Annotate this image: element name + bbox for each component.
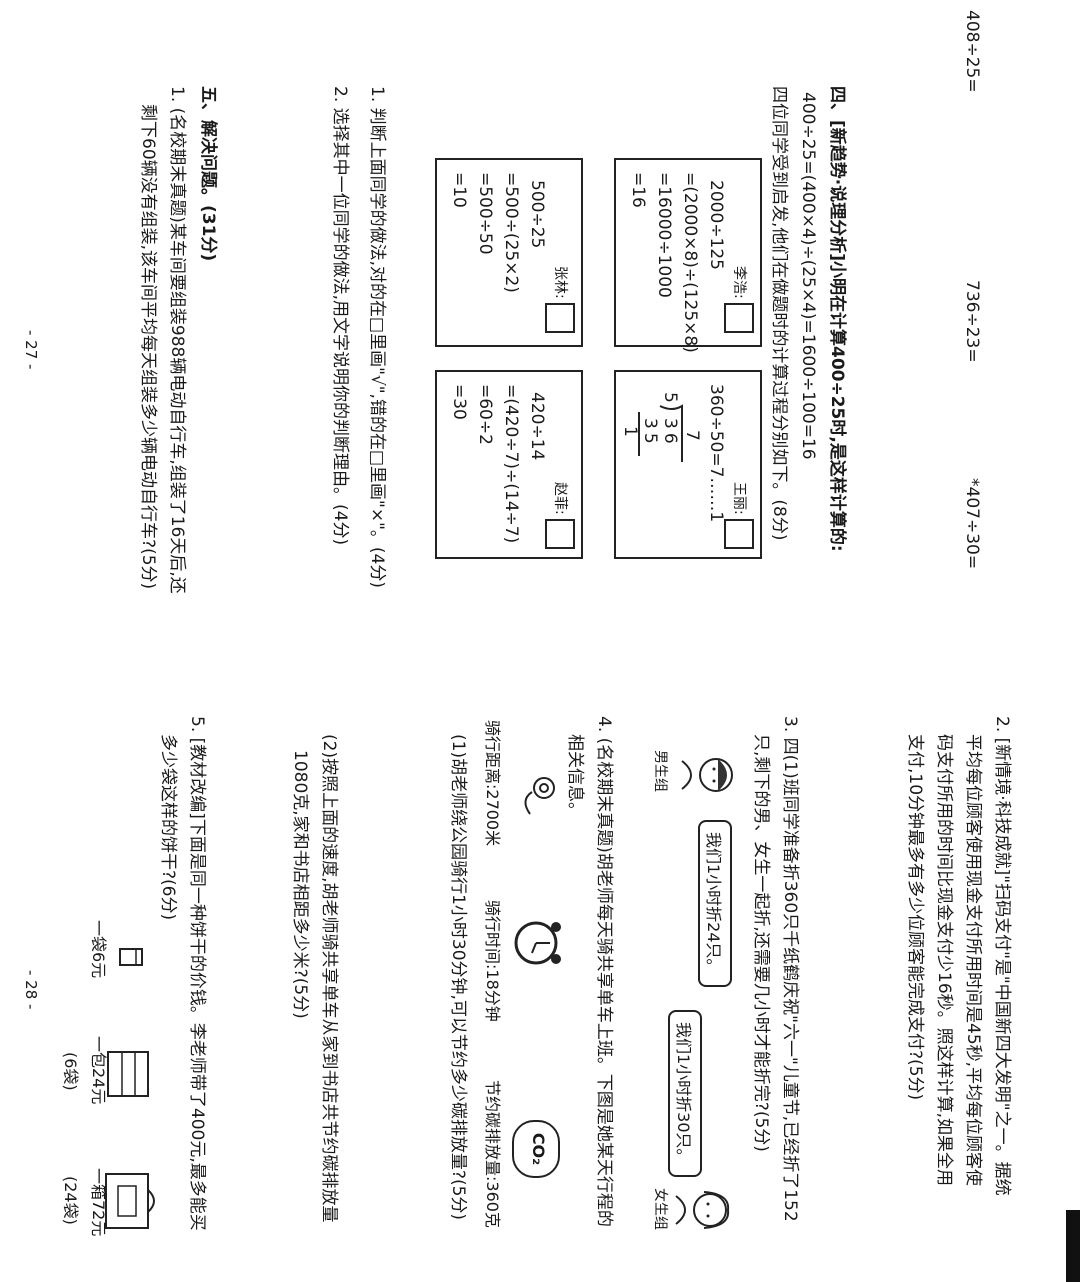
page-number: - 27 - (22, 330, 40, 370)
q3-line2: 只,剩下的男、女生一起折,还需要几小时才能折完?(5分) (751, 734, 771, 1152)
calc-item-1: 408÷25= (962, 10, 982, 93)
calc-item-3: *407÷30= (962, 478, 982, 570)
speech-bubble-girl: 我们1小时折30只。 (668, 1010, 702, 1177)
q4-sub2-line2: 1080克,家和书店相距多少米?(5分) (290, 750, 310, 1019)
q2-line2: 平均每位顾客使用现金支付所用时间是45秒,平均每位顾客使 (963, 734, 983, 1187)
answer-checkbox[interactable] (724, 302, 754, 333)
calc-line: =60÷2 (475, 384, 495, 445)
section4-intro: 四位同学受到启发,他们在做题时的计算过程分别如下。(8分) (769, 86, 789, 541)
section4-formula: 400÷25=(400×4)÷(25×4)=1600÷100=16 (798, 92, 818, 460)
division-dividend: 36 (660, 418, 680, 448)
co2-cloud-icon: CO₂ (512, 1120, 560, 1178)
scan-edge-shadow (1066, 1210, 1080, 1282)
division-remainder: 1 (620, 426, 640, 437)
calc-line: =500÷(25×2) (501, 172, 521, 293)
calc-line: 420÷14 (527, 392, 547, 461)
q5-line1: 5. [教材改编]下面是同一种饼干的价钱。李老师带了400元,最多能买 (187, 716, 207, 1231)
page-28: 2. [新情境·科技成就]"扫码支付"是"中国新四大发明"之一。据统 平均每位顾… (0, 650, 1080, 1282)
division-divisor: 5 (660, 392, 680, 403)
calc-line: =10 (449, 172, 469, 208)
division-quotient: 7 (682, 430, 702, 441)
section5-q1-line1: 1. (名校期末真题)某车间要组装988辆电动自行车,组装了16天后,还 (167, 86, 187, 594)
price-pack-note: (6袋) (61, 1052, 80, 1091)
girl-illustration (675, 1191, 730, 1229)
q3-line1: 3. 四(1)班同学准备折360只千纸鹤庆祝"六一"儿童节,已经折了152 (780, 716, 800, 1222)
student-name: 李浩: (724, 266, 754, 333)
calc-line: 500÷25 (527, 180, 547, 249)
alarm-clock-icon (514, 921, 561, 965)
calc-line: =(420÷7)÷(14÷7) (501, 384, 521, 544)
division-bracket (659, 404, 683, 462)
calc-line: =16000÷1000 (654, 172, 674, 298)
info-time: 骑行时间:18分钟 (483, 900, 502, 1022)
biscuit-box-icon (105, 1173, 155, 1229)
q4-sub1: (1)胡老师绕公园骑行1小时30分钟,可以节约多少碳排放量?(5分) (448, 734, 468, 1221)
section4-question-1: 1. 判断上面同学的做法,对的在□里画"√",错的在□里画"×"。(4分) (367, 86, 387, 588)
calc-line: =(2000×8)÷(125×8) (680, 172, 700, 353)
info-carbon: 节约碳排放量:360克 (483, 1080, 502, 1228)
info-distance: 骑行距离:2700米 (483, 720, 502, 847)
student-card-wangli: 王丽: 360÷50=7……1 7 5 36 35 1 (614, 370, 762, 559)
long-division: 7 5 36 35 1 (620, 386, 702, 476)
location-pin-icon (524, 777, 555, 815)
student-card-zhaofei: 赵菲: 420÷14 =(420÷7)÷(14÷7) =60÷2 =30 (435, 370, 583, 559)
q4-sub2-line1: (2)按照上面的速度,胡老师骑共享单车从家到书店共节约碳排放量 (319, 734, 339, 1223)
calc-line: 360÷50=7……1 (706, 384, 726, 523)
student-card-lihao: 李浩: 2000÷125 =(2000×8)÷(125×8) =16000÷10… (614, 158, 762, 353)
q2-line1: 2. [新情境·科技成就]"扫码支付"是"中国新四大发明"之一。据统 (992, 716, 1012, 1196)
boy-illustration (681, 758, 733, 792)
answer-checkbox[interactable] (545, 518, 575, 549)
calc-line: =16 (628, 172, 648, 208)
section4-heading: 四、[新趋势·说理分析]小明在计算400÷25时,是这样计算的: (827, 86, 847, 552)
calc-line: =500÷50 (475, 172, 495, 255)
price-bag: 一袋6元 (89, 920, 108, 979)
price-pack: 一包24元 (89, 1036, 108, 1105)
q4-line2: 相关信息。 (565, 734, 585, 819)
answer-checkbox[interactable] (724, 518, 754, 549)
calc-line: 2000÷125 (706, 180, 726, 270)
biscuit-bag-icon (119, 948, 143, 966)
section4-question-2: 2. 选择其中一位同学的做法,用文字说明你的判断理由。(4分) (330, 86, 350, 546)
section5-q1-line2: 剩下60辆没有组装,该车间平均每天组装多少辆电动自行车?(5分) (138, 104, 158, 590)
student-card-zhanglin: 张林: 500÷25 =500÷(25×2) =500÷50 =10 (435, 158, 583, 347)
page-number: - 28 - (22, 970, 40, 1010)
student-name: 赵菲: (545, 482, 575, 549)
q2-line3: 码支付所用的时间比现金支付少16秒。照这样计算,如果全用 (934, 734, 954, 1187)
q2-line4: 支付,10分钟最多有多少位顾客能完成支付?(5分) (905, 734, 925, 1101)
calc-line: =30 (449, 384, 469, 420)
student-name: 张林: (545, 266, 575, 333)
student-name: 王丽: (724, 482, 754, 549)
page-27: 408÷25= 736÷23= *407÷30= 四、[新趋势·说理分析]小明在… (0, 0, 1080, 640)
section5-heading: 五、解决问题。(31分) (198, 86, 218, 262)
division-product: 35 (640, 418, 660, 448)
speech-bubble-boy: 我们1小时折24只。 (698, 820, 732, 987)
boy-group-label: 男生组 (652, 750, 668, 792)
answer-checkbox[interactable] (545, 302, 575, 333)
q5-line2: 多少袋这样的饼干?(6分) (158, 734, 178, 921)
scan-edge-marks (0, 1210, 1080, 1282)
calc-item-2: 736÷23= (962, 280, 982, 363)
biscuit-pack-icon (107, 1051, 149, 1097)
q4-line1: 4. (名校期末真题)胡老师每天骑共享单车上班。下图是她某天行程的 (594, 716, 614, 1227)
